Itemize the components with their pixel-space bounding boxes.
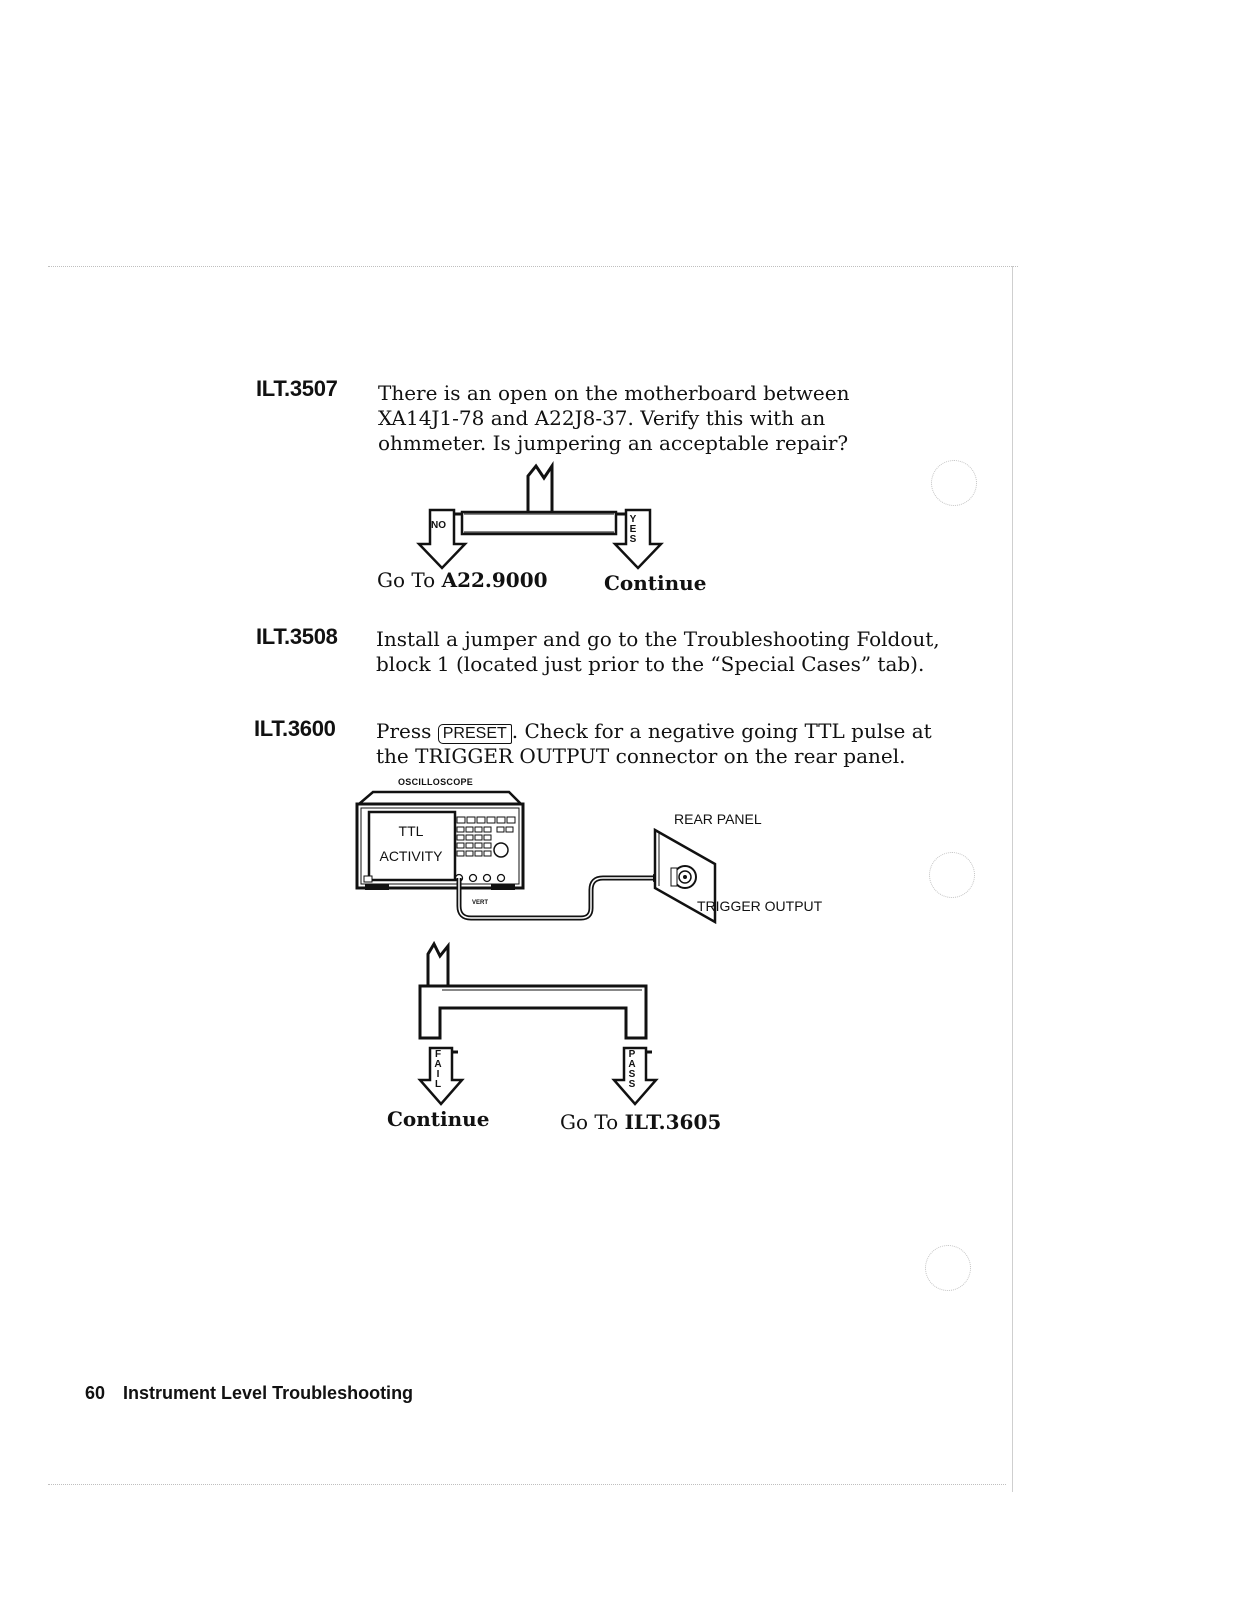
vert-input-label: VERT: [472, 900, 489, 906]
branch-fail-caption: Continue: [387, 1107, 490, 1131]
step-text: Install a jumper and go to the Troublesh…: [376, 627, 940, 676]
branch-pass-caption: Go To ILT.3605: [560, 1110, 722, 1134]
scope-screen-line2: ACTIVITY: [379, 848, 443, 864]
target-step-link[interactable]: A22.9000: [441, 568, 548, 592]
pass-fail-branch-diagram: [417, 940, 659, 1106]
scope-screen-line1: TTL: [398, 823, 424, 839]
page-edge-right: [1012, 266, 1013, 1492]
branch-pass-label: PASS: [628, 1049, 636, 1090]
step-id: ILT.3507: [256, 376, 338, 401]
rear-panel-label: REAR PANEL: [674, 811, 762, 827]
step-text: Press PRESET. Check for a negative going…: [376, 719, 932, 768]
branch-no-label: NO: [431, 520, 446, 531]
preset-key: PRESET: [437, 724, 512, 744]
binder-hole: [929, 852, 975, 898]
page-footer: 60 Instrument Level Troubleshooting: [85, 1383, 413, 1404]
section-title: Instrument Level Troubleshooting: [123, 1383, 414, 1403]
branch-yes-label: YES: [629, 514, 637, 545]
page-number: 60: [85, 1383, 106, 1403]
page-edge-top: [48, 266, 1018, 267]
page-edge-bottom: [48, 1484, 1006, 1485]
decision-branch-diagram: [416, 461, 664, 570]
oscilloscope-illustration: [355, 790, 717, 925]
branch-yes-caption: Continue: [604, 571, 707, 595]
target-step-link[interactable]: ILT.3605: [624, 1110, 722, 1134]
step-text: There is an open on the motherboard betw…: [378, 381, 850, 455]
step-id: ILT.3508: [256, 624, 338, 649]
branch-fail-label: FAIL: [434, 1049, 442, 1090]
binder-hole: [925, 1245, 971, 1291]
branch-no-caption: Go To A22.9000: [377, 568, 548, 592]
step-id: ILT.3600: [254, 716, 336, 741]
binder-hole: [931, 460, 977, 506]
trigger-output-label: TRIGGER OUTPUT: [697, 898, 823, 914]
oscilloscope-label: OSCILLOSCOPE: [398, 777, 474, 787]
